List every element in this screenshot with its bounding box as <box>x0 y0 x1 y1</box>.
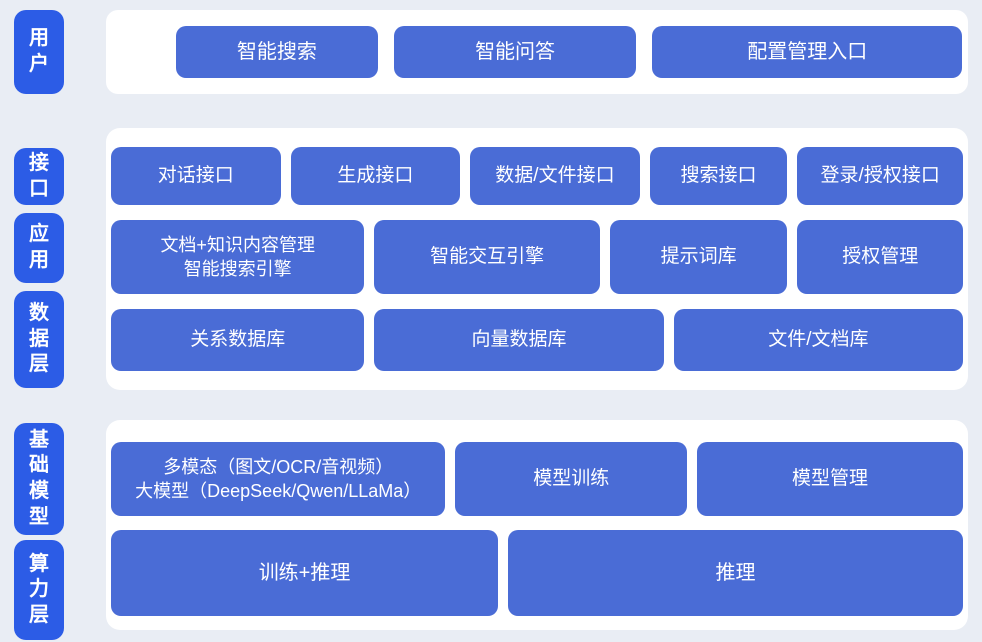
block-file-doc-library: 文件/文档库 <box>673 309 963 371</box>
block-login-auth-api: 登录/授权接口 <box>797 147 963 205</box>
layer-label-user: 用户 <box>14 10 64 94</box>
layer-label-text: 基础模型 <box>29 428 49 528</box>
layer-label-text: 数据层 <box>29 302 49 376</box>
row-user-entries: 智能搜索 智能问答 配置管理入口 <box>176 26 962 78</box>
block-label-line2: 智能搜索引擎 <box>183 259 292 279</box>
block-model-training: 模型训练 <box>455 442 688 516</box>
layer-label-column: 接口 应用 数据层 <box>14 128 64 388</box>
block-doc-knowledge-search-engine: 文档+知识内容管理 智能搜索引擎 <box>111 220 365 294</box>
section-foundation-layers: 基础模型 算力层 多模态（图文/OCR/音视频） 大模型（DeepSeek/Qw… <box>14 420 968 640</box>
layer-label-data-layer: 数据层 <box>14 291 64 388</box>
row-compute: 训练+推理 推理 <box>111 530 963 616</box>
block-model-management: 模型管理 <box>697 442 963 516</box>
block-smart-qa: 智能问答 <box>393 26 637 78</box>
layer-label-text: 算力层 <box>29 552 49 626</box>
block-inference: 推理 <box>508 530 963 616</box>
block-smart-interaction-engine: 智能交互引擎 <box>374 220 600 294</box>
block-search-api: 搜索接口 <box>649 147 788 205</box>
block-generation-api: 生成接口 <box>290 147 461 205</box>
block-config-management-entry: 配置管理入口 <box>652 26 962 78</box>
block-relational-db: 关系数据库 <box>111 309 365 371</box>
layer-label-interface: 接口 <box>14 148 64 205</box>
block-dialog-api: 对话接口 <box>111 147 281 205</box>
block-training-inference: 训练+推理 <box>111 530 499 616</box>
section-middle-layers: 接口 应用 数据层 对话接口 生成接口 数据/文件接口 搜索接口 登录/授权接口… <box>14 128 968 390</box>
layer-label-text: 用户 <box>29 27 49 75</box>
block-label-line1: 多模态（图文/OCR/音视频） <box>163 456 394 477</box>
block-auth-management: 授权管理 <box>797 220 963 294</box>
block-multimodal-llm: 多模态（图文/OCR/音视频） 大模型（DeepSeek/Qwen/LLaMa） <box>111 442 446 516</box>
layer-label-column: 基础模型 算力层 <box>14 420 64 640</box>
row-data-stores: 关系数据库 向量数据库 文件/文档库 <box>111 309 963 371</box>
block-prompt-library: 提示词库 <box>609 220 788 294</box>
block-vector-db: 向量数据库 <box>374 309 664 371</box>
block-smart-search: 智能搜索 <box>176 26 378 78</box>
block-label-line2: 大模型（DeepSeek/Qwen/LLaMa） <box>135 481 422 501</box>
layer-label-text: 应用 <box>29 223 49 271</box>
section-user-layer: 用户 智能搜索 智能问答 配置管理入口 <box>14 10 968 94</box>
layer-label-compute-layer: 算力层 <box>14 540 64 640</box>
panel-user: 智能搜索 智能问答 配置管理入口 <box>106 10 968 94</box>
row-interfaces: 对话接口 生成接口 数据/文件接口 搜索接口 登录/授权接口 <box>111 147 963 205</box>
row-applications: 文档+知识内容管理 智能搜索引擎 智能交互引擎 提示词库 授权管理 <box>111 220 963 294</box>
block-label-line1: 文档+知识内容管理 <box>160 234 315 255</box>
panel-middle: 对话接口 生成接口 数据/文件接口 搜索接口 登录/授权接口 文档+知识内容管理… <box>106 128 968 390</box>
row-models: 多模态（图文/OCR/音视频） 大模型（DeepSeek/Qwen/LLaMa）… <box>111 442 963 516</box>
block-data-file-api: 数据/文件接口 <box>470 147 640 205</box>
layer-label-text: 接口 <box>29 151 49 200</box>
layer-label-application: 应用 <box>14 213 64 283</box>
panel-foundation: 多模态（图文/OCR/音视频） 大模型（DeepSeek/Qwen/LLaMa）… <box>106 420 968 630</box>
layer-label-foundation-model: 基础模型 <box>14 423 64 535</box>
layer-label-column: 用户 <box>14 10 64 94</box>
